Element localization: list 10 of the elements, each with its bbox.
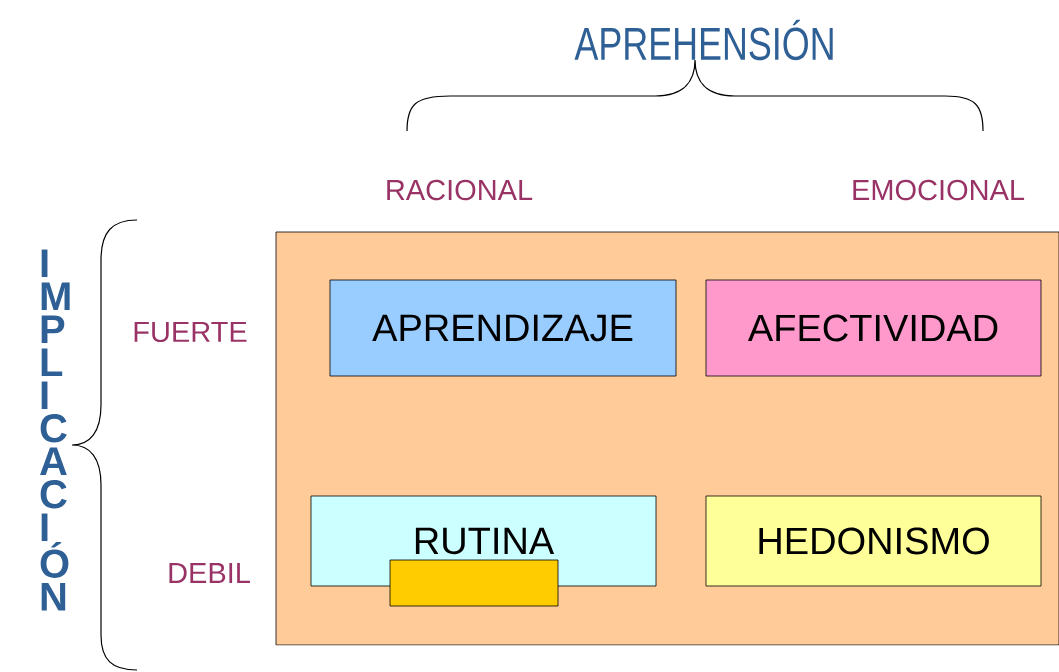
axis-label: FUERTE	[134, 321, 247, 343]
axis-title: APREHENSIÓN	[574, 19, 833, 61]
axis-label: RACIONAL	[387, 179, 533, 201]
process-box: APRENDIZAJE	[329, 279, 677, 377]
process-box: AFECTIVIDAD	[705, 279, 1042, 377]
process-box: HEDONISMO	[705, 495, 1042, 587]
axis-title: IMPLICACIÓN	[40, 249, 70, 611]
axis-label: EMOCIONAL	[853, 179, 1025, 201]
axis-label: DEBIL	[169, 563, 250, 583]
box	[389, 559, 559, 607]
